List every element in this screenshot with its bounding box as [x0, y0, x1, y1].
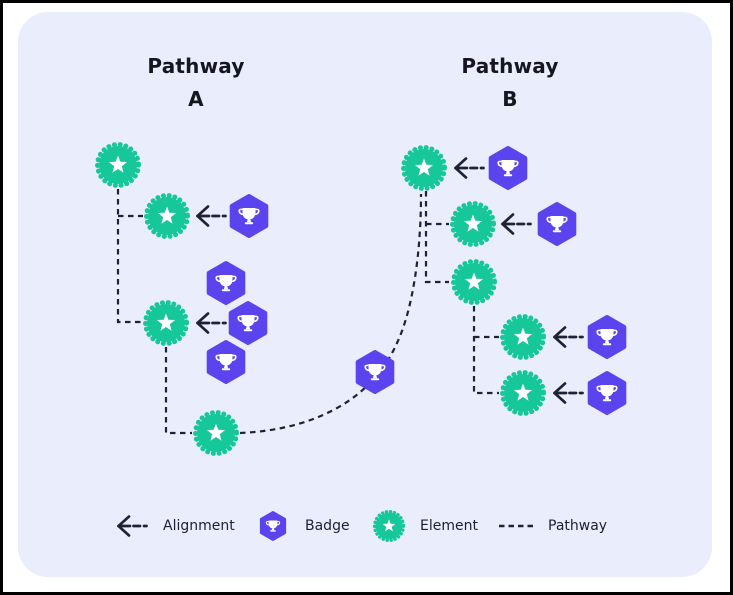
pathway-b-lower-line: [472, 306, 499, 395]
pathway-a-title-line1: Pathway: [147, 54, 245, 78]
alignment-arrow-icon-b5: [553, 382, 584, 404]
alignment-arrow-icon-a2: [196, 205, 227, 227]
badge-icon-a3-middle: [228, 301, 268, 345]
legend-label-pathway: Pathway: [548, 518, 608, 534]
badge-icon-b2: [537, 202, 577, 246]
pathway-a-lower-line: [164, 347, 192, 435]
element-icon-a2: [147, 196, 188, 237]
legend-alignment-arrow-icon: [117, 515, 148, 537]
element-icon-b2: [453, 204, 494, 245]
badge-icon-b1: [488, 146, 528, 190]
legend-badge-icon: [259, 511, 287, 541]
badge-icon-a3-top: [206, 261, 246, 305]
cross-pathway-curve: [239, 193, 423, 435]
element-icon-b3: [454, 262, 495, 303]
alignment-arrow-icon-b1: [454, 157, 485, 179]
pathway-b-title-line2: B: [502, 87, 518, 111]
alignment-arrow-icon-b2: [501, 213, 532, 235]
alignment-arrow-icon-b4: [553, 326, 584, 348]
element-icon-b4: [503, 317, 544, 358]
element-icon-a1: [98, 145, 139, 186]
badge-icon-b5: [587, 371, 627, 415]
pathway-b-title: Pathway B: [430, 50, 590, 116]
element-icon-b1: [404, 148, 445, 189]
badge-icon-a2: [229, 194, 269, 238]
badge-icon-a3-bottom: [206, 340, 246, 384]
legend-label-badge: Badge: [305, 518, 350, 534]
legend-label-element: Element: [420, 518, 478, 534]
pathway-b-branch-line: [424, 191, 449, 284]
pathway-a-title-line2: A: [188, 87, 204, 111]
alignment-arrow-icon-a3: [196, 312, 227, 334]
legend-label-alignment: Alignment: [163, 518, 235, 534]
badge-icon-b4: [587, 315, 627, 359]
legend-element-icon: [372, 509, 406, 543]
diagram-panel: [18, 12, 712, 577]
element-icon-a4: [196, 413, 237, 454]
pathway-a-title: Pathway A: [116, 50, 276, 116]
pathway-b-title-line1: Pathway: [461, 54, 559, 78]
badge-icon-connector: [355, 350, 395, 394]
element-icon-a3: [146, 303, 187, 344]
element-icon-b5: [503, 373, 544, 414]
pathway-a-branch-line: [116, 189, 142, 324]
